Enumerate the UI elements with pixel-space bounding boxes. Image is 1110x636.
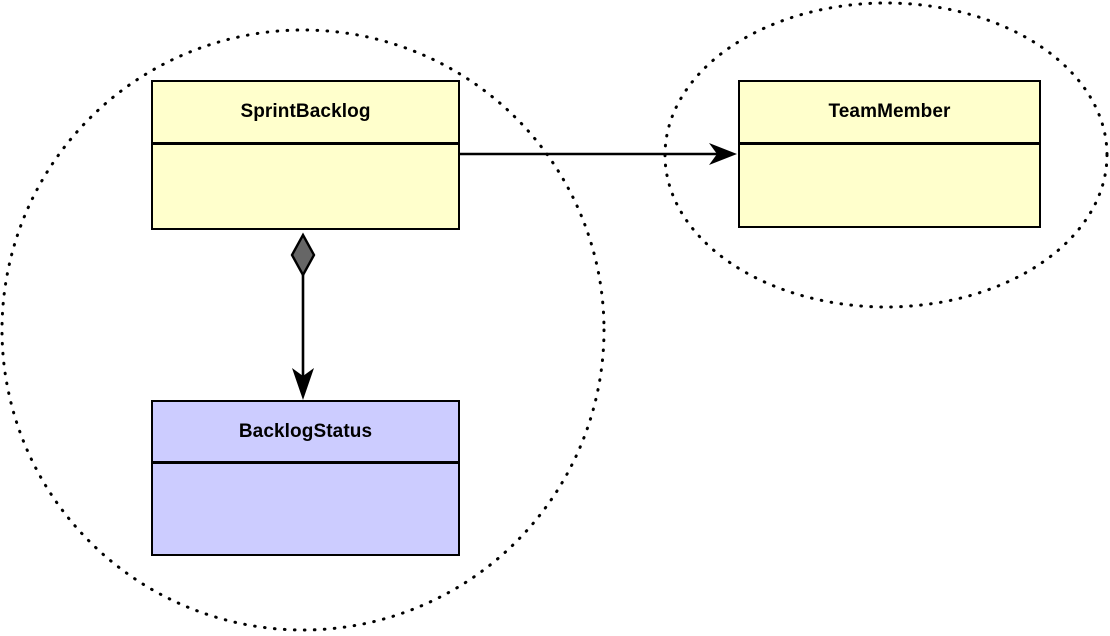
- edge-association-sprintbacklog-teammember[interactable]: [460, 143, 737, 165]
- open-arrow-head-icon: [709, 143, 737, 165]
- group-boundary-left: [0, 28, 606, 632]
- uml-class-sprintbacklog-title: SprintBacklog: [153, 82, 458, 145]
- edge-composition-sprintbacklog-backlogstatus[interactable]: [290, 232, 316, 400]
- uml-class-backlogstatus[interactable]: BacklogStatus: [151, 400, 460, 556]
- uml-class-sprintbacklog-members: [153, 145, 458, 228]
- uml-class-backlogstatus-members: [153, 464, 458, 554]
- uml-class-teammember-title: TeamMember: [740, 82, 1039, 145]
- uml-class-backlogstatus-title: BacklogStatus: [153, 402, 458, 464]
- filled-diamond-icon: [290, 232, 316, 278]
- filled-arrow-head-icon: [292, 368, 314, 400]
- uml-class-sprintbacklog[interactable]: SprintBacklog: [151, 80, 460, 230]
- uml-class-teammember[interactable]: TeamMember: [738, 80, 1041, 228]
- uml-class-teammember-members: [740, 145, 1039, 226]
